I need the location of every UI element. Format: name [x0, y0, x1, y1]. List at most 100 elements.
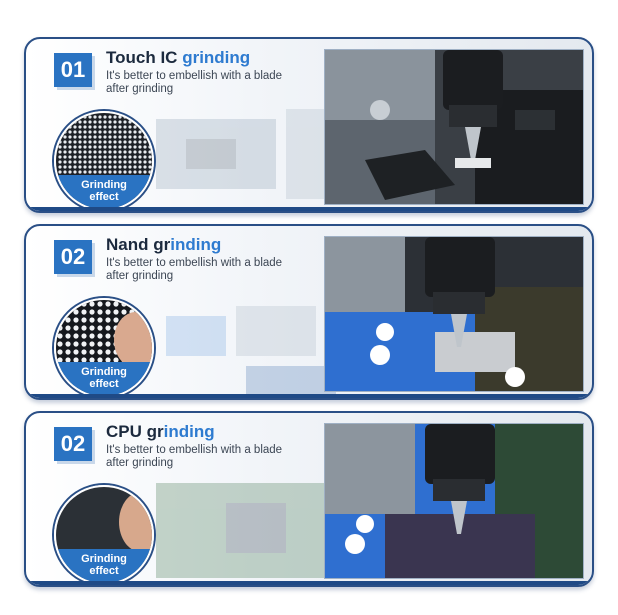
- dot: [73, 135, 77, 139]
- dot: [73, 301, 79, 307]
- dot: [78, 125, 82, 129]
- dot: [103, 130, 107, 134]
- dot: [89, 325, 95, 331]
- dot: [113, 357, 119, 363]
- dot: [58, 130, 62, 134]
- grinding-photo: [324, 49, 584, 205]
- dot: [58, 170, 62, 174]
- dot: [108, 170, 112, 174]
- dot: [143, 155, 147, 159]
- board-background-art: [156, 109, 336, 199]
- dot: [97, 357, 103, 363]
- title-plain: Nand gr: [106, 235, 171, 254]
- dot: [78, 120, 82, 124]
- effect-label-line2: effect: [89, 378, 119, 390]
- dot: [78, 160, 82, 164]
- dot: [133, 125, 137, 129]
- dot: [128, 170, 132, 174]
- dot: [133, 155, 137, 159]
- dot: [138, 170, 142, 174]
- title-accent: grinding: [182, 48, 251, 67]
- dot: [58, 155, 62, 159]
- dot: [68, 155, 72, 159]
- dot: [57, 301, 63, 307]
- dot: [73, 165, 77, 169]
- dot: [108, 135, 112, 139]
- dot: [63, 135, 67, 139]
- dot: [98, 120, 102, 124]
- title-plain: CPU gr: [106, 422, 164, 441]
- dot: [138, 125, 142, 129]
- dot: [58, 120, 62, 124]
- dot: [83, 130, 87, 134]
- dot: [98, 140, 102, 144]
- dot: [118, 165, 122, 169]
- dot: [97, 325, 103, 331]
- dot: [73, 125, 77, 129]
- dot: [93, 170, 97, 174]
- dot: [105, 301, 111, 307]
- step-number-badge: 02: [54, 427, 92, 461]
- dot: [98, 170, 102, 174]
- dot: [65, 317, 71, 323]
- dot: [123, 115, 127, 119]
- dot: [88, 165, 92, 169]
- dot: [108, 150, 112, 154]
- dot: [143, 135, 147, 139]
- dot: [128, 165, 132, 169]
- dot: [68, 140, 72, 144]
- dot: [123, 150, 127, 154]
- dot: [63, 130, 67, 134]
- dot: [93, 165, 97, 169]
- dot: [73, 170, 77, 174]
- dot: [105, 341, 111, 347]
- effect-label-line1: Grinding: [81, 179, 127, 191]
- dot: [118, 160, 122, 164]
- dot: [113, 120, 117, 124]
- dot: [105, 309, 111, 315]
- dot: [73, 155, 77, 159]
- dot: [73, 349, 79, 355]
- dot: [98, 115, 102, 119]
- dot: [73, 115, 77, 119]
- dot: [113, 135, 117, 139]
- dot: [98, 135, 102, 139]
- dot: [73, 357, 79, 363]
- dot: [118, 135, 122, 139]
- dot: [133, 120, 137, 124]
- dot: [113, 309, 119, 315]
- dot: [93, 120, 97, 124]
- dot: [105, 349, 111, 355]
- dot: [83, 135, 87, 139]
- dot: [57, 341, 63, 347]
- dot: [89, 317, 95, 323]
- dot: [137, 301, 143, 307]
- dot: [103, 115, 107, 119]
- dot: [83, 145, 87, 149]
- dot: [68, 120, 72, 124]
- dot: [88, 135, 92, 139]
- dot: [128, 150, 132, 154]
- dot: [68, 135, 72, 139]
- dot: [133, 170, 137, 174]
- dot: [148, 155, 152, 159]
- step-number-badge: 02: [54, 240, 92, 274]
- title-accent: inding: [163, 422, 215, 441]
- dot: [98, 160, 102, 164]
- dot: [93, 135, 97, 139]
- dot: [89, 309, 95, 315]
- dot: [97, 341, 103, 347]
- dot: [133, 165, 137, 169]
- dot: [143, 170, 147, 174]
- dot: [93, 115, 97, 119]
- dot: [78, 140, 82, 144]
- dot: [88, 115, 92, 119]
- dot: [73, 333, 79, 339]
- dot: [88, 140, 92, 144]
- dot: [78, 155, 82, 159]
- effect-label-line2: effect: [89, 191, 119, 203]
- dot: [63, 160, 67, 164]
- dot: [78, 135, 82, 139]
